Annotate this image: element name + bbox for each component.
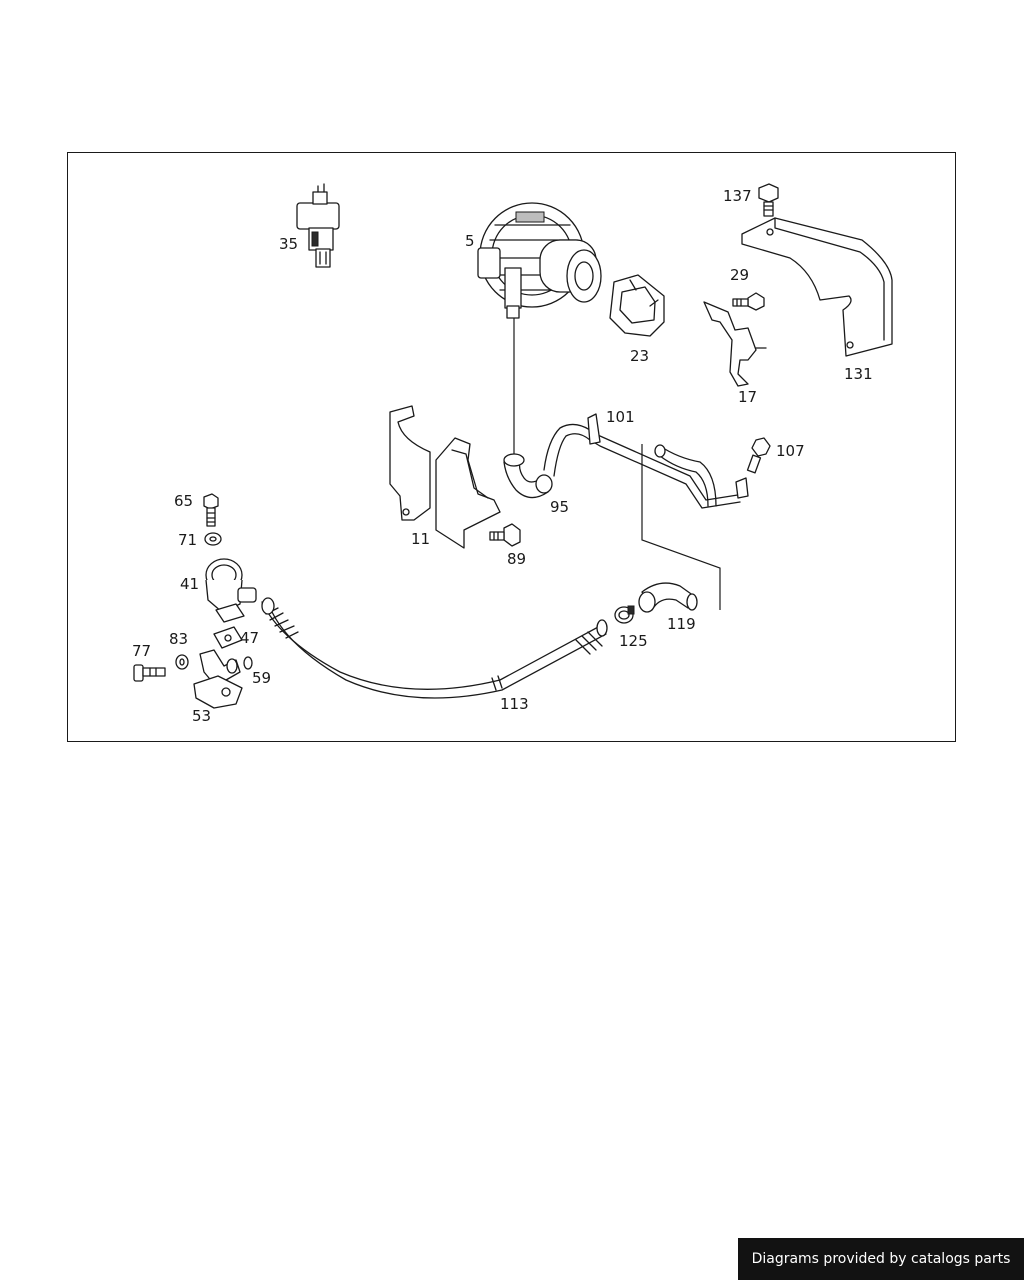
hose-elbow-icon[interactable]	[503, 453, 553, 499]
callout-35: 35	[279, 235, 298, 253]
leader-101-119	[641, 444, 721, 610]
callout-71: 71	[178, 531, 197, 549]
air-pump-icon[interactable]	[477, 202, 602, 319]
callout-131: 131	[844, 365, 873, 383]
callout-11: 11	[411, 530, 430, 548]
diagram-frame	[67, 152, 956, 742]
callout-89: 89	[507, 550, 526, 568]
bolt-icon[interactable]	[758, 183, 779, 217]
bolt-icon[interactable]	[746, 437, 771, 474]
callout-83: 83	[169, 630, 188, 648]
callout-95: 95	[550, 498, 569, 516]
bracket-icon[interactable]	[703, 301, 767, 387]
bracket-icon[interactable]	[389, 405, 501, 549]
callout-53: 53	[192, 707, 211, 725]
heat-shield-icon[interactable]	[741, 217, 893, 357]
footer-credit: Diagrams provided by catalogs parts	[738, 1238, 1024, 1280]
callout-5: 5	[465, 232, 475, 250]
callout-119: 119	[667, 615, 696, 633]
callout-137: 137	[723, 187, 752, 205]
bolt-icon[interactable]	[203, 493, 219, 527]
solenoid-valve-icon[interactable]	[296, 183, 340, 268]
callout-107: 107	[776, 442, 805, 460]
hose-icon[interactable]	[261, 597, 608, 699]
gasket-icon[interactable]	[213, 626, 243, 649]
callout-17: 17	[738, 388, 757, 406]
washer-icon[interactable]	[204, 532, 222, 546]
callout-29: 29	[730, 266, 749, 284]
elbow-pipe-icon[interactable]	[193, 649, 243, 709]
callout-41: 41	[180, 575, 199, 593]
callout-113: 113	[500, 695, 529, 713]
bolt-icon[interactable]	[133, 664, 166, 682]
callout-125: 125	[619, 632, 648, 650]
rubber-mount-icon[interactable]	[609, 274, 665, 337]
washer-icon[interactable]	[175, 654, 189, 670]
hose-elbow-icon[interactable]	[638, 582, 698, 613]
clamp-icon[interactable]	[614, 605, 635, 624]
callout-101: 101	[606, 408, 635, 426]
bolt-icon[interactable]	[732, 292, 765, 311]
callout-47: 47	[240, 629, 259, 647]
bolt-icon[interactable]	[489, 523, 521, 547]
callout-77: 77	[132, 642, 151, 660]
callout-65: 65	[174, 492, 193, 510]
check-valve-icon[interactable]	[205, 558, 257, 623]
callout-23: 23	[630, 347, 649, 365]
o-ring-icon[interactable]	[243, 656, 253, 670]
pipe-icon[interactable]	[543, 413, 749, 509]
footer-text: Diagrams provided by catalogs parts	[751, 1251, 1011, 1267]
callout-59: 59	[252, 669, 271, 687]
